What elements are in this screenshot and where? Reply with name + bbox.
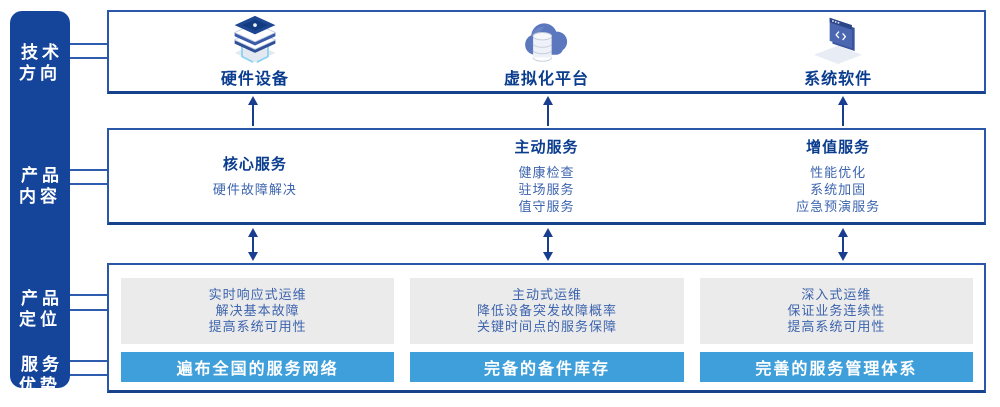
tech-direction-box: 硬件设备 虚拟化平台 [107, 10, 986, 94]
positioning-line: 主动式运维 [511, 286, 582, 302]
positioning-col-indepth: 深入式运维 保证业务连续性 提高系统可用性 完善的服务管理体系 [699, 278, 973, 382]
software-window-icon [814, 17, 863, 64]
positioning-line: 实时响应式运维 [208, 286, 307, 302]
tech-item-hardware: 硬件设备 [109, 12, 401, 91]
connector-line [70, 43, 107, 45]
positioning-text-box: 主动式运维 降低设备突发故障概率 关键时间点的服务保障 [410, 278, 684, 344]
content-col-core-service: 核心服务 硬件故障解决 [109, 130, 401, 222]
connector-line [70, 374, 107, 376]
positioning-advantage-box: 实时响应式运维 解决基本故障 提高系统可用性 遍布全国的服务网络 主动式运维 降… [107, 263, 986, 393]
double-arrow [248, 228, 258, 261]
advantage-banner: 完备的备件库存 [410, 351, 684, 382]
connector-line [70, 183, 107, 185]
positioning-col-proactive: 主动式运维 降低设备突发故障概率 关键时间点的服务保障 完备的备件库存 [410, 278, 684, 382]
positioning-line: 深入式运维 [801, 286, 872, 302]
positioning-line: 保证业务连续性 [787, 302, 886, 318]
tech-item-system-software: 系统软件 [692, 12, 984, 91]
sidebar-label-service-advantage: 服务优势 [19, 355, 63, 395]
sidebar-label-tech-direction: 技术方向 [19, 43, 63, 83]
content-item: 性能优化 [810, 164, 867, 180]
up-arrow [543, 96, 553, 126]
sidebar-label-product-positioning: 产品定位 [19, 289, 63, 329]
content-item: 硬件故障解决 [212, 181, 297, 197]
positioning-col-realtime: 实时响应式运维 解决基本故障 提高系统可用性 遍布全国的服务网络 [121, 278, 395, 382]
sidebar-label-product-content: 产品内容 [19, 166, 63, 206]
category-sidebar: 技术方向 产品内容 产品定位 服务优势 [10, 11, 70, 395]
positioning-text-box: 实时响应式运维 解决基本故障 提高系统可用性 [121, 278, 395, 344]
advantage-banner: 遍布全国的服务网络 [121, 351, 395, 382]
content-col-active-service: 主动服务 健康检查 驻场服务 值守服务 [401, 130, 693, 222]
up-arrow [248, 96, 258, 126]
positioning-line: 提高系统可用性 [208, 318, 307, 334]
connector-line [70, 169, 107, 171]
content-col-title: 增值服务 [806, 138, 871, 156]
connector-line [70, 360, 107, 362]
advantage-banner: 完善的服务管理体系 [699, 351, 973, 382]
tech-item-label: 虚拟化平台 [504, 71, 590, 88]
product-content-box: 核心服务 硬件故障解决 主动服务 健康检查 驻场服务 值守服务 增值服务 性能优… [107, 128, 986, 225]
double-arrow [838, 228, 848, 261]
content-col-title: 主动服务 [514, 138, 579, 156]
tech-item-label: 系统软件 [804, 71, 873, 88]
cloud-database-icon [524, 23, 567, 62]
positioning-text-box: 深入式运维 保证业务连续性 提高系统可用性 [699, 278, 973, 344]
tech-item-virtualization: 虚拟化平台 [401, 12, 693, 91]
content-item: 值守服务 [518, 198, 575, 214]
content-item: 驻场服务 [518, 181, 575, 197]
content-item: 系统加固 [810, 181, 867, 197]
double-arrow [543, 228, 553, 261]
content-item: 应急预演服务 [796, 198, 881, 214]
up-arrow [838, 96, 848, 126]
positioning-line: 关键时间点的服务保障 [476, 318, 617, 334]
positioning-line: 提高系统可用性 [787, 318, 886, 334]
content-item: 健康检查 [518, 164, 575, 180]
connector-line [70, 294, 107, 296]
content-col-value-added-service: 增值服务 性能优化 系统加固 应急预演服务 [692, 130, 984, 222]
tech-item-label: 硬件设备 [220, 71, 289, 88]
connector-line [70, 57, 107, 59]
positioning-line: 降低设备突发故障概率 [476, 302, 617, 318]
connector-line [70, 309, 107, 311]
server-stack-icon [233, 15, 277, 63]
content-col-title: 核心服务 [222, 155, 287, 173]
positioning-line: 解决基本故障 [215, 302, 300, 318]
